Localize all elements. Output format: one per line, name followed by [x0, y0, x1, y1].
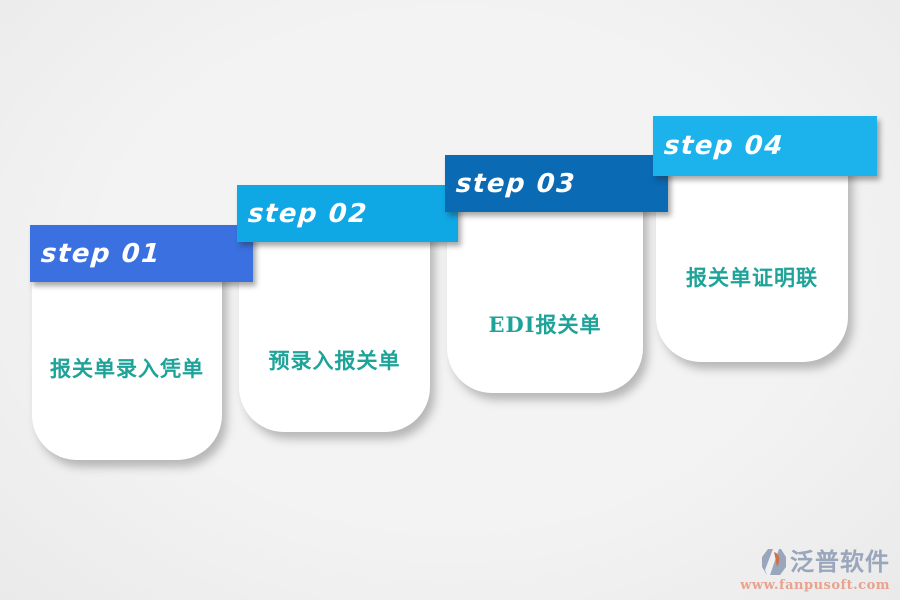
step-card-1: 报关单录入凭单 [32, 255, 222, 460]
watermark: 泛普软件 www.fanpusoft.com [740, 548, 890, 592]
step-1-label: step 01 [39, 238, 162, 269]
step-card-4: 报关单证明联 [656, 145, 848, 362]
fanpu-hexagon-logo-icon [762, 549, 786, 575]
step-3-label: step 03 [454, 168, 577, 199]
step-card-2: 预录入报关单 [239, 214, 430, 432]
step-4-label: step 04 [662, 131, 785, 161]
step-3-title: EDI报关单 [488, 312, 602, 338]
step-ribbon-1: step 01 [30, 225, 253, 282]
step-4-title: 报关单证明联 [686, 265, 818, 291]
watermark-brand: 泛普软件 [790, 547, 890, 576]
step-ribbon-2: step 02 [237, 185, 458, 242]
watermark-url: www.fanpusoft.com [740, 578, 890, 593]
step-2-label: step 02 [246, 198, 369, 229]
step-card-3: EDI报关单 [447, 184, 643, 393]
step-1-title: 报关单录入凭单 [50, 355, 204, 381]
step-ribbon-4: step 04 [653, 116, 877, 176]
step-ribbon-3: step 03 [445, 155, 668, 212]
step-2-title: 预录入报关单 [268, 348, 401, 374]
